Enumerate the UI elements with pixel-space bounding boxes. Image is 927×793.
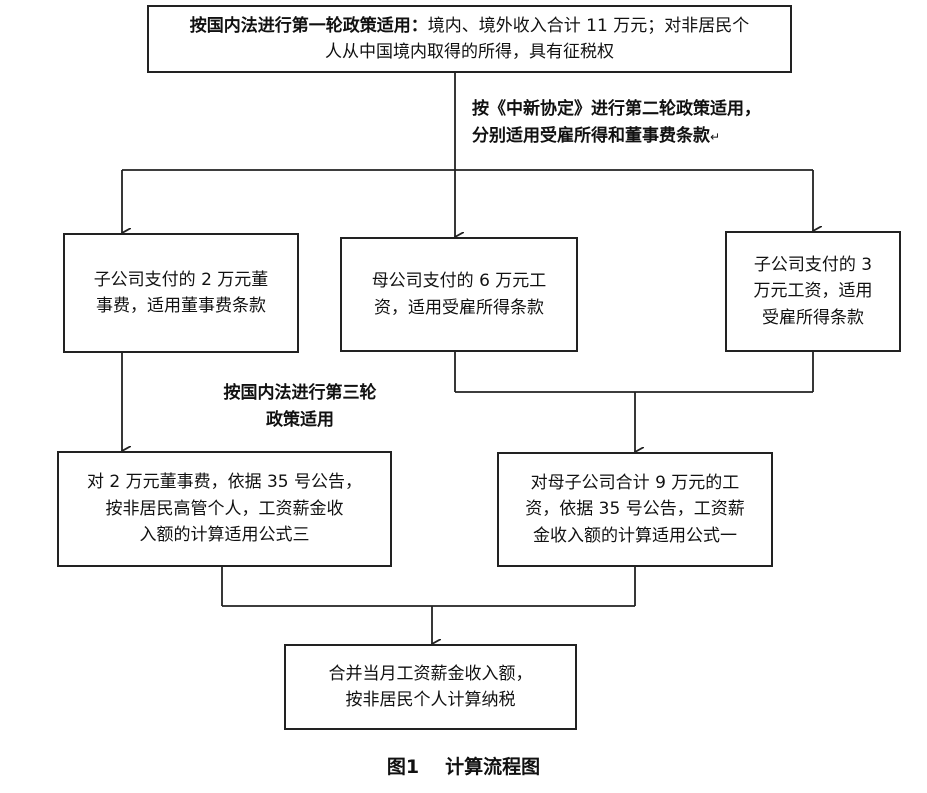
lower-right-line2: 资，依据 35 号公告，工资薪 (525, 499, 745, 520)
paragraph-mark: ↵ (710, 130, 721, 145)
lower-left-formula-box: 对 2 万元董事费，依据 35 号公告， 按非居民高管个人，工资薪金收 入额的计… (57, 451, 392, 567)
second-round-label-line1: 按《中新协定》进行第二轮政策适用， (472, 99, 761, 119)
middle-box-line2: 资，适用受雇所得条款 (374, 297, 544, 318)
second-round-label-line2: 分别适用受雇所得和董事费条款 (472, 126, 710, 147)
figure-number: 图1 (386, 756, 420, 778)
lower-right-formula-box: 对母子公司合计 9 万元的工 资，依据 35 号公告，工资薪 金收入额的计算适用… (497, 452, 773, 567)
right-box-line3: 受雇所得条款 (762, 307, 864, 328)
left-box-line2: 事费，适用董事费条款 (96, 296, 266, 316)
third-round-label: 按国内法进行第三轮 政策适用 (170, 380, 430, 434)
first-round-text-line1: 境内、境外收入合计 11 万元；对非居民个 (427, 15, 750, 36)
first-round-bold-text: 按国内法进行第一轮政策适用： (189, 15, 428, 36)
right-box-line2: 万元工资，适用 (753, 281, 873, 302)
middle-box-line1: 母公司支付的 6 万元工 (371, 271, 547, 292)
left-director-fee-box: 子公司支付的 2 万元董 事费，适用董事费条款 (63, 233, 299, 353)
right-salary-box: 子公司支付的 3 万元工资，适用 受雇所得条款 (725, 231, 901, 352)
lower-left-line2: 按非居民高管个人，工资薪金收 (105, 498, 344, 519)
figure-title: 计算流程图 (445, 756, 541, 778)
first-round-box: 按国内法进行第一轮政策适用：境内、境外收入合计 11 万元；对非居民个 人从中国… (147, 5, 792, 73)
third-round-label-line2: 政策适用 (266, 410, 334, 431)
right-box-line1: 子公司支付的 3 (753, 254, 873, 275)
middle-salary-box: 母公司支付的 6 万元工 资，适用受雇所得条款 (340, 237, 578, 352)
third-round-label-line1: 按国内法进行第三轮 (223, 383, 377, 403)
lower-right-line3: 金收入额的计算适用公式一 (532, 525, 737, 546)
final-box-line2: 按非居民个人计算纳税 (345, 690, 516, 710)
figure-caption: 图1 计算流程图 (0, 752, 927, 779)
final-box-line1: 合并当月工资薪金收入额， (328, 663, 533, 684)
first-round-text-line2: 人从中国境内取得的所得，具有征税权 (324, 42, 614, 62)
second-round-label: 按《中新协定》进行第二轮政策适用， 分别适用受雇所得和董事费条款↵ (472, 96, 761, 150)
lower-left-line1: 对 2 万元董事费，依据 35 号公告， (86, 472, 363, 493)
lower-left-line3: 入额的计算适用公式三 (139, 525, 310, 546)
lower-right-line1: 对母子公司合计 9 万元的工 (530, 472, 740, 493)
left-box-line1: 子公司支付的 2 万元董 (93, 269, 269, 290)
final-tax-box: 合并当月工资薪金收入额， 按非居民个人计算纳税 (284, 644, 577, 730)
